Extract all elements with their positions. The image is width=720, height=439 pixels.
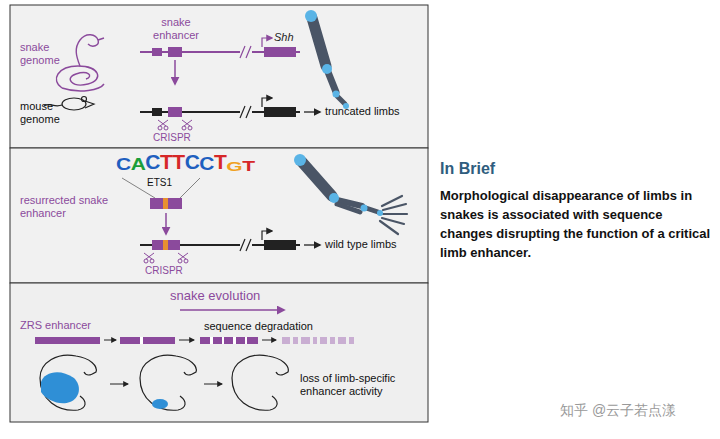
enhancer-label: ZRS enhancer	[20, 319, 91, 332]
phenotype-label: wild type limbs	[325, 238, 397, 251]
summary-text: Morphological disappearance of limbs in …	[440, 186, 712, 262]
panel-heading: In Brief	[440, 160, 495, 178]
genome-label: snake genome	[20, 41, 70, 66]
enhancer-label: snake enhancer	[146, 16, 206, 41]
gene-name: Shh	[274, 31, 294, 44]
genome-label: mouse genome	[20, 100, 70, 125]
sequence-logo: CACTTCCTGT	[116, 150, 255, 174]
phenotype-label: truncated limbs	[325, 105, 400, 118]
axis-label: snake evolution	[170, 289, 260, 304]
process-label: sequence degradation	[204, 320, 313, 333]
result-label: loss of limb-specific enhancer activity	[300, 372, 420, 397]
enhancer-label: resurrected snake enhancer	[20, 194, 130, 219]
method-label: CRISPR	[145, 265, 183, 277]
motif-name: ETS1	[147, 177, 172, 189]
watermark: 知乎 @云子若点漾	[560, 402, 676, 418]
method-label: CRISPR	[153, 132, 191, 144]
